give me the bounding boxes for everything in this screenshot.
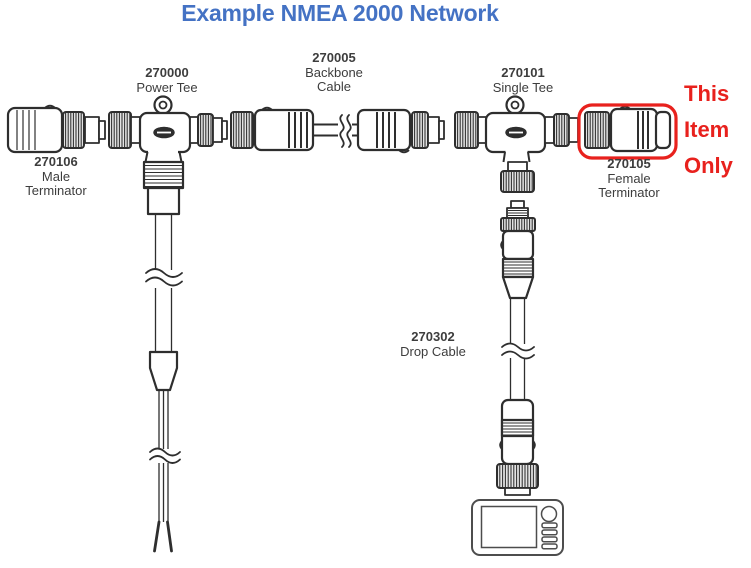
- part-name: Terminator: [25, 183, 87, 198]
- single-tee-left-nut: [454, 111, 479, 149]
- power-tee-strain-relief: [142, 160, 185, 190]
- drop-cable-top-pin: [506, 207, 529, 219]
- label-backbone-cable: 270005 Backbone Cable: [274, 50, 394, 95]
- backbone-left-nut: [230, 111, 254, 149]
- part-name: Single Tee: [492, 79, 554, 95]
- diagram-title: Example NMEA 2000 Network: [181, 0, 499, 26]
- part-name: Male: [41, 168, 71, 184]
- part-number: 270000: [145, 65, 189, 80]
- backbone-cable-graphic: [230, 106, 445, 154]
- part-name: Drop Cable: [400, 343, 466, 359]
- backbone-right-nut: [411, 111, 429, 149]
- callout-line: Item: [684, 117, 730, 142]
- callout-line: Only: [684, 153, 733, 178]
- part-name: Terminator: [598, 185, 660, 200]
- callout-line: This: [684, 81, 730, 106]
- device-screen: [480, 505, 538, 549]
- part-number: 270005: [312, 50, 356, 65]
- device-buttons: [541, 522, 558, 550]
- male-terminator-graphic: [6, 104, 106, 154]
- part-name: Power Tee: [136, 79, 198, 95]
- part-name: Backbone: [305, 64, 363, 80]
- male-terminator-knurl: [62, 111, 85, 149]
- display-device-graphic: [471, 499, 564, 556]
- female-terminator-graphic: [584, 105, 672, 153]
- label-male-terminator: 270106 Male Terminator: [0, 154, 112, 199]
- device-knob: [540, 505, 558, 523]
- label-drop-cable: 270302 Drop Cable: [373, 329, 493, 359]
- power-tee-graphic: [108, 95, 228, 216]
- single-tee-bottom-nut: [500, 170, 535, 193]
- female-terminator-knurl: [584, 111, 610, 149]
- single-tee-graphic: [454, 95, 579, 193]
- highlight-box: [577, 103, 678, 160]
- part-number: 270106: [34, 154, 78, 169]
- part-name: Cable: [317, 79, 351, 94]
- power-tee-left-nut: [108, 111, 132, 149]
- power-tee-right-nut: [197, 113, 214, 147]
- this-item-only-callout: This Item Only: [684, 76, 750, 184]
- label-female-terminator: 270105 Female Terminator: [569, 156, 689, 201]
- part-name: Female: [607, 170, 651, 186]
- power-cable-graphic: [145, 214, 183, 553]
- drop-cable-top-ribs: [501, 257, 535, 279]
- part-number: 270302: [411, 329, 455, 344]
- drop-cable-top-nut: [500, 217, 536, 232]
- part-number: 270101: [501, 65, 545, 80]
- drop-cable-graphic: [496, 200, 539, 496]
- drop-cable-bottom-ribs: [500, 418, 535, 438]
- label-power-tee: 270000 Power Tee: [107, 65, 227, 95]
- part-number: 270105: [607, 156, 651, 171]
- label-single-tee: 270101 Single Tee: [463, 65, 583, 95]
- single-tee-right-nut: [553, 113, 570, 147]
- drop-cable-bottom-nut: [496, 463, 539, 489]
